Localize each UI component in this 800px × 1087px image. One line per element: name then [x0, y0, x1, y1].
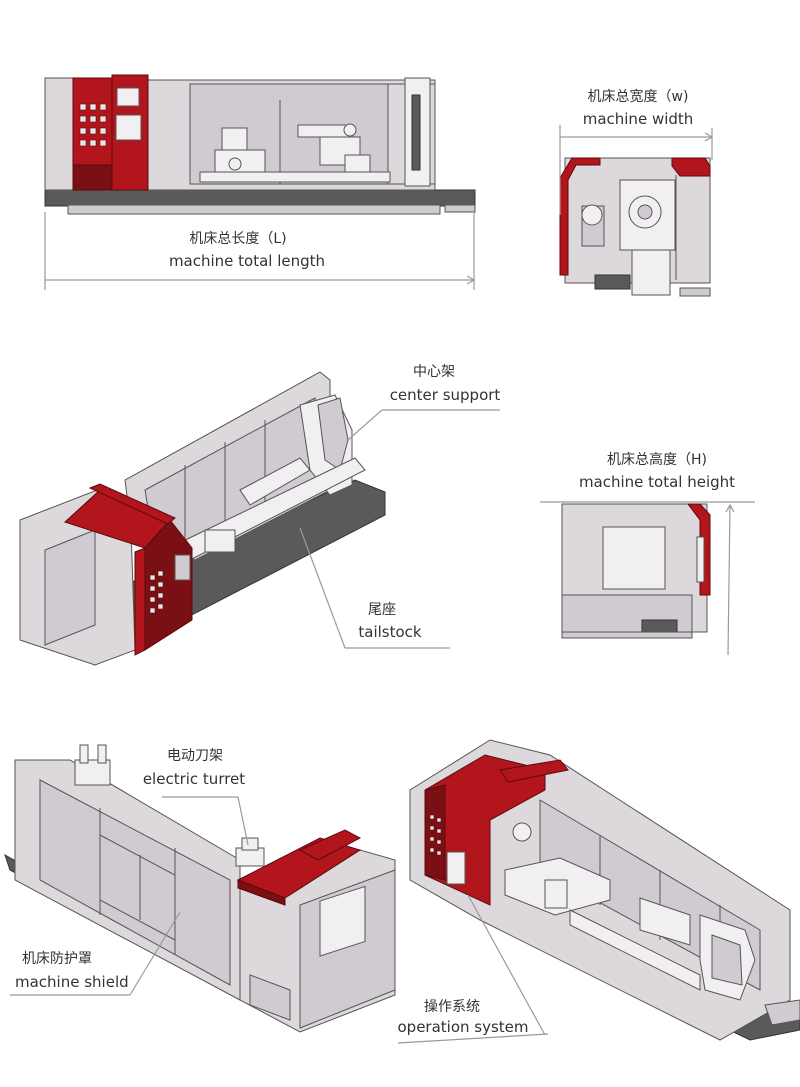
end-view-machine — [561, 503, 711, 639]
center-support-label-zh: 中心架 — [413, 364, 455, 380]
length-dimension-line — [44, 212, 476, 290]
length-label-zh: 机床总长度（L) — [189, 231, 287, 247]
tailstock-label-en: tailstock — [358, 623, 422, 641]
tailstock-label-zh: 尾座 — [368, 602, 396, 618]
height-dimension-line — [540, 501, 755, 656]
length-label-en: machine total length — [168, 252, 326, 270]
shield-label-zh: 机床防护罩 — [22, 951, 92, 967]
height-label-zh: 机床总高度（H) — [607, 452, 707, 468]
front-view-machine — [44, 74, 476, 215]
width-dimension-line — [559, 125, 714, 215]
shield-leader — [10, 911, 181, 996]
turret-leader — [162, 796, 249, 846]
width-label-en: machine width — [582, 110, 694, 128]
width-label-zh: 机床总宽度（w) — [587, 89, 689, 105]
operation-system-leader — [397, 894, 549, 1044]
side-view-machine — [559, 157, 711, 297]
operation-label-en: operation system — [397, 1018, 529, 1036]
front-iso-machine — [409, 739, 800, 1041]
operation-label-zh: 操作系统 — [424, 999, 480, 1015]
isometric-view-machine — [19, 371, 386, 666]
shield-label-en: machine shield — [15, 973, 129, 991]
turret-label-zh: 电动刀架 — [167, 748, 223, 764]
turret-label-en: electric turret — [142, 770, 246, 788]
center-support-leader — [347, 409, 500, 441]
rear-view-machine — [4, 744, 396, 1033]
height-label-en: machine total height — [578, 473, 736, 491]
tailstock-leader — [299, 527, 450, 649]
center-support-label-en: center support — [389, 386, 501, 404]
